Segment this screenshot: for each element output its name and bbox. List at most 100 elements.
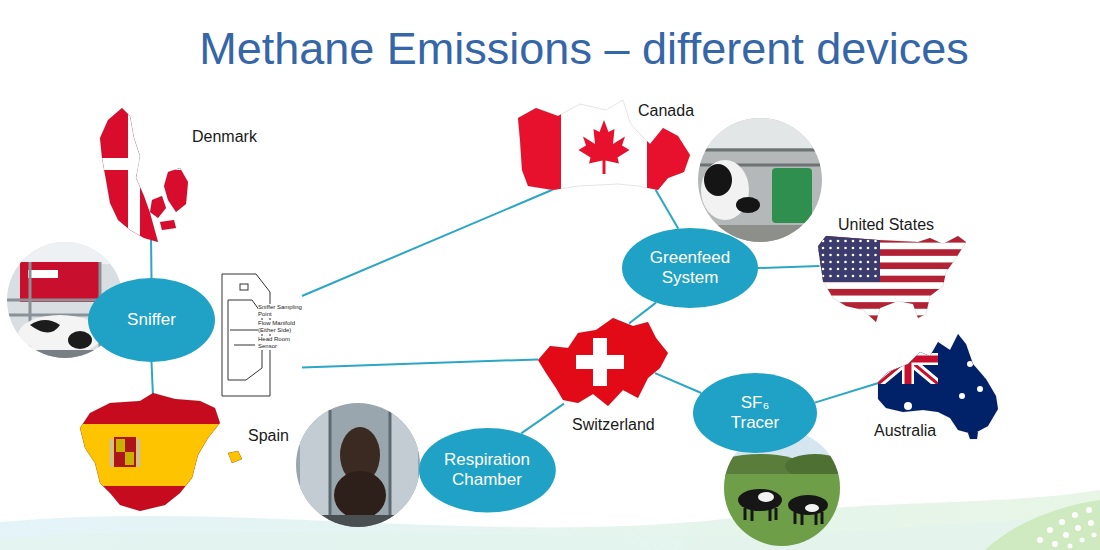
flag-part: [818, 315, 966, 322]
oval-fill: [88, 278, 215, 362]
flag-star: [874, 275, 877, 278]
flag-star: [977, 386, 983, 392]
flag-star: [822, 254, 825, 257]
flag-fill: [818, 236, 966, 323]
flag-star: [859, 247, 862, 250]
flag-star: [859, 254, 862, 257]
background-wave: [0, 512, 1100, 550]
rect-part: [0, 240, 130, 264]
path-part: [30, 320, 60, 333]
ellipse-part: [738, 489, 782, 511]
flag-part: [818, 236, 880, 282]
oval-fill: [622, 228, 758, 308]
connector-line: [656, 190, 679, 229]
flag-star: [837, 240, 840, 243]
flag-star: [844, 247, 847, 250]
flag-part: [110, 439, 113, 467]
flag-star: [844, 268, 847, 271]
map-outline: [160, 220, 176, 230]
flag-star: [874, 261, 877, 264]
flag-part: [818, 296, 966, 303]
map-shape: [80, 393, 242, 517]
connector-line: [302, 190, 552, 296]
method-name: Respiration Chamber: [444, 450, 530, 491]
connector-line: [815, 383, 879, 403]
oval-text-group: SF₆ Tracer: [725, 393, 785, 434]
country-label: Canada: [638, 102, 694, 120]
flag-part: [518, 100, 561, 202]
flag-part: [80, 424, 242, 486]
flag-part: [538, 318, 668, 410]
rect-part: [772, 168, 812, 223]
flag-part: [137, 439, 140, 467]
oval-text-group: Greenfeed System: [650, 248, 730, 289]
map-outline: [878, 334, 998, 434]
flag-star: [837, 254, 840, 257]
flag-star: [859, 261, 862, 264]
connector-line: [655, 373, 701, 393]
country-map: Australia: [878, 334, 1000, 440]
flag-star: [844, 275, 847, 278]
map-outline: [818, 236, 966, 322]
oval-fill: [693, 373, 817, 453]
circle-part: [1092, 533, 1097, 538]
method-name: Greenfeed System: [650, 248, 730, 289]
ellipse-part: [736, 197, 760, 213]
part-label: Head Room Sensor: [258, 336, 302, 350]
flag-star: [844, 261, 847, 264]
flag-star: [837, 268, 840, 271]
flag-star: [959, 393, 965, 399]
method-name: SF₆ Tracer: [725, 393, 785, 434]
flag-star: [867, 275, 870, 278]
flag-star: [874, 268, 877, 271]
flag-star: [844, 240, 847, 243]
circle-part: [1072, 512, 1078, 518]
rect-part: [390, 410, 418, 520]
map-outline: [100, 108, 158, 242]
connector-line: [152, 362, 153, 394]
rect-part: [698, 118, 822, 242]
flag-star: [822, 247, 825, 250]
circle-part: [1037, 537, 1043, 543]
circle-part: [1080, 538, 1085, 543]
flag-part: [114, 437, 136, 467]
rect-part: [296, 515, 420, 530]
circle-part: [1088, 520, 1094, 526]
method-oval: SF₆ Tracer: [693, 373, 817, 453]
slide-title: Methane Emissions – different devices: [199, 24, 969, 74]
flag-star: [829, 240, 832, 243]
circle-part: [1075, 525, 1081, 531]
map-outline: [80, 393, 220, 511]
oval-text-group: Respiration Chamber: [444, 450, 530, 491]
flag-part: [878, 334, 938, 384]
flag-star: [852, 240, 855, 243]
flag-star: [867, 254, 870, 257]
corner-dots: [1037, 507, 1097, 549]
map-outline: [164, 168, 188, 212]
flag-part: [818, 309, 966, 316]
flag-star: [829, 247, 832, 250]
path-part: [222, 274, 270, 396]
part-label: Flow Manifold (Either Side): [258, 320, 302, 334]
flag-fill: [538, 318, 668, 410]
flag-star: [829, 275, 832, 278]
flag-star: [867, 261, 870, 264]
rect-part: [698, 118, 822, 148]
flag-star: [852, 261, 855, 264]
flag-star: [822, 268, 825, 271]
flag-part: [878, 334, 938, 384]
part-label: Sniffer Sampling Point: [258, 304, 302, 318]
flag-star: [837, 261, 840, 264]
connector-line: [150, 240, 152, 278]
map-shape: [100, 108, 188, 242]
flag-part: [100, 158, 188, 170]
connector-line: [758, 266, 819, 268]
map-outline: [968, 432, 978, 439]
oval-text-group: Sniffer: [127, 310, 176, 330]
flag-part: [878, 334, 938, 384]
method-name: Sniffer: [127, 310, 176, 330]
sniffer-drawing: [222, 274, 270, 396]
flag-part: [576, 355, 624, 369]
maple-leaf: [579, 120, 630, 174]
rect-part: [300, 410, 330, 520]
